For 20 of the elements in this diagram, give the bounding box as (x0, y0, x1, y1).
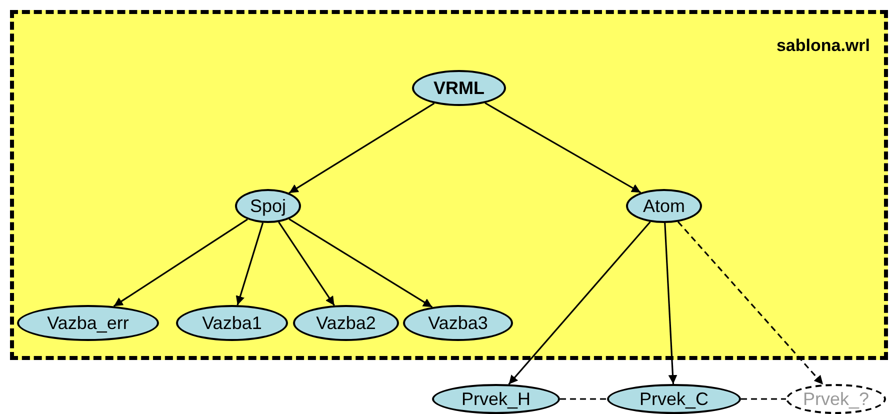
arrow (236, 222, 264, 306)
arrow (288, 218, 433, 308)
arrow (677, 221, 824, 386)
node-ellipse: VRML (412, 70, 506, 106)
arrow (484, 102, 642, 194)
arrow (508, 221, 651, 385)
node-ellipse: Prvek_? (786, 384, 886, 414)
node-ellipse: Vazba_err (17, 305, 159, 341)
arrow (278, 222, 335, 306)
arrow (113, 218, 248, 307)
node-ellipse: Prvek_C (607, 384, 741, 414)
node-ellipse: Spoj (235, 189, 301, 223)
node-ellipse: Prvek_H (432, 384, 560, 414)
node-ellipse: Vazba2 (293, 305, 399, 341)
node-ellipse: Atom (626, 189, 702, 223)
file-container (10, 10, 888, 360)
node-ellipse: Vazba3 (403, 305, 513, 341)
arrow (664, 222, 678, 384)
container-title: sablona.wrl (776, 36, 870, 56)
node-ellipse: Vazba1 (176, 305, 288, 341)
